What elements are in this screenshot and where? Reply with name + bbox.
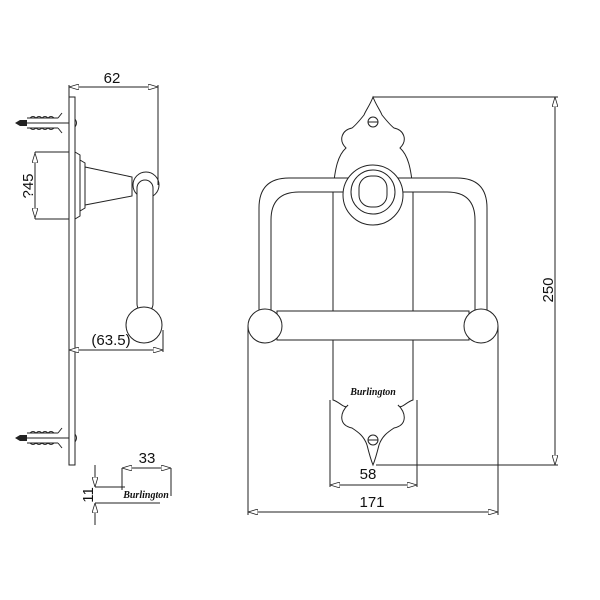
arm-cone bbox=[84, 166, 133, 206]
dim-projection: 62 bbox=[104, 70, 121, 87]
dim-plate-width: 58 bbox=[360, 466, 377, 483]
dim-logo-height: 11 bbox=[80, 487, 97, 503]
roll-bar bbox=[276, 310, 470, 341]
dim-overall-width: 171 bbox=[359, 494, 384, 511]
dim-logo-width: 33 bbox=[139, 450, 156, 467]
front-view: Burlington 250 58 171 bbox=[247, 95, 558, 515]
logo-detail: 33 11 Burlington bbox=[80, 450, 172, 525]
screw-top-icon bbox=[15, 112, 77, 134]
base-outline bbox=[34, 151, 69, 220]
end-ball-right bbox=[463, 308, 499, 344]
end-ball-left bbox=[247, 308, 283, 344]
backplate bbox=[332, 95, 414, 467]
screw-bottom-icon bbox=[15, 427, 77, 449]
dim-roll-depth: (63.5) bbox=[91, 332, 130, 349]
side-view: 62 ?45 (63.5) bbox=[15, 70, 164, 466]
flange bbox=[74, 151, 86, 220]
wall-plate bbox=[68, 96, 76, 466]
end-ball-side bbox=[125, 306, 163, 344]
roll-bar-side bbox=[136, 179, 154, 313]
dim-diameter: ?45 bbox=[20, 173, 37, 198]
brand-logo-front: Burlington bbox=[349, 387, 396, 398]
rose-boss bbox=[358, 175, 388, 208]
brand-logo-side: Burlington bbox=[122, 490, 169, 501]
dim-height: 250 bbox=[540, 277, 557, 302]
